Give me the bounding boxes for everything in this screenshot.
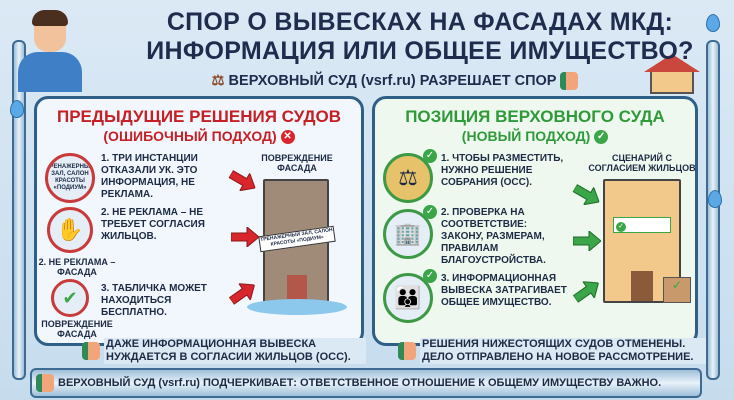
thumbs-up-icon xyxy=(398,342,416,360)
arrow-icon xyxy=(228,283,256,306)
page-title: СПОР О ВЫВЕСКАХ НА ФАСАДАХ МКД: ИНФОРМАЦ… xyxy=(120,8,720,66)
x-icon: ✕ xyxy=(280,130,295,145)
previous-decisions-panel: ПРЕДЫДУЩИЕ РЕШЕНИЯ СУДОВ (ОШИБОЧНЫЙ ПОДХ… xyxy=(34,96,364,346)
ballot-box-icon: ✓ xyxy=(663,277,691,303)
arrow-icon xyxy=(573,231,601,251)
title-line-2: ИНФОРМАЦИЯ ИЛИ ОБЩЕЕ ИМУЩЕСТВО? xyxy=(146,37,694,65)
arrow-icon xyxy=(228,169,256,192)
position-item-2: 2. ПРОВЕРКА НА СООТВЕТСТВИЕ: ЗАКОНУ, РАЗ… xyxy=(441,207,546,266)
position-item-1: 1. ЧТОБЫ РАЗМЕСТИТЬ, НУЖНО РЕШЕНИЕ СОБРА… xyxy=(441,153,564,188)
check-icon: ✓ xyxy=(423,269,437,283)
house-illustration xyxy=(644,54,700,94)
water-puddle xyxy=(247,299,347,315)
decision-item-3: 3. ТАБЛИЧКА МОЖЕТ НАХОДИТЬСЯ БЕСПЛАТНО. xyxy=(101,283,207,318)
man-illustration xyxy=(14,8,86,92)
thumbs-up-icon xyxy=(36,374,54,392)
footer-text: ВЕРХОВНЫЙ СУД (vsrf.ru) ПОДЧЕРКИВАЕТ: ОТ… xyxy=(58,377,662,389)
decision-item-1: 1. ТРИ ИНСТАНЦИИ ОТКАЗАЛИ УК. ЭТО ИНФОРМ… xyxy=(101,153,198,200)
left-note: ДАЖЕ ИНФОРМАЦИОННАЯ ВЫВЕСКА НУЖДАЕТСЯ В … xyxy=(82,338,366,364)
stop-hand-icon: ✋ xyxy=(47,207,93,253)
thumbs-up-icon xyxy=(82,342,100,360)
check-icon: ✓ xyxy=(423,149,437,163)
check-icon: ✓ xyxy=(594,130,609,145)
caption: 2. НЕ РЕКЛАМА – ФАСАДА xyxy=(38,257,116,277)
caption: ПОВРЕЖДЕНИЕ ФАСАДА xyxy=(41,319,113,339)
note-text: РЕШЕНИЯ НИЖЕСТОЯЩИХ СУДОВ ОТМЕНЕНЫ. ДЕЛО… xyxy=(422,338,694,363)
crossed-check-icon: ✔ xyxy=(51,279,89,317)
building-label: ПОВРЕЖДЕНИЕ ФАСАДА xyxy=(261,153,333,173)
pipe-right xyxy=(706,40,720,380)
arrow-icon xyxy=(572,183,600,206)
residents-icon: 👪 xyxy=(383,273,433,323)
building-label: СЦЕНАРИЙ С СОГЛАСИЕМ ЖИЛЬЦОВ xyxy=(588,153,696,173)
title-line-1: СПОР О ВЫВЕСКАХ НА ФАСАДАХ МКД: xyxy=(166,8,674,36)
position-item-3: 3. ИНФОРМАЦИОННАЯ ВЫВЕСКА ЗАТРАГИВАЕТ ОБ… xyxy=(441,273,567,308)
note-text: ДАЖЕ ИНФОРМАЦИОННАЯ ВЫВЕСКА НУЖДАЕТСЯ В … xyxy=(106,338,351,363)
gavel-icon: ⚖ xyxy=(211,72,225,89)
panel-subtitle: (НОВЫЙ ПОДХОД) xyxy=(461,128,591,144)
subtitle-text: ВЕРХОВНЫЙ СУД (vsrf.ru) РАЗРЕШАЕТ СПОР xyxy=(228,72,557,89)
panel-title: ПОЗИЦИЯ ВЕРХОВНОГО СУДА xyxy=(405,107,665,126)
building-sign: ТРЕНАЖЕРНЫЙ ЗАЛ, САЛОН КРАСОТЫ «ПОДИУМ» xyxy=(258,225,336,253)
arrow-icon xyxy=(572,281,600,304)
footer-banner: ВЕРХОВНЫЙ СУД (vsrf.ru) ПОДЧЕРКИВАЕТ: ОТ… xyxy=(30,368,702,398)
building-check-icon: 🏢 xyxy=(383,209,433,259)
good-building: ✓ xyxy=(603,179,681,303)
water-drop-icon xyxy=(706,14,720,32)
subtitle: ⚖ ВЕРХОВНЫЙ СУД (vsrf.ru) РАЗРЕШАЕТ СПОР xyxy=(150,72,640,90)
building-sign-icon: ТРЕНАЖЕРНЫЙ ЗАЛ, САЛОН КРАСОТЫ «ПОДИУМ» xyxy=(45,153,95,203)
panel-subtitle: (ОШИБОЧНЫЙ ПОДХОД) xyxy=(103,128,277,144)
pipe-left xyxy=(12,40,26,380)
arrow-icon xyxy=(231,227,259,247)
water-drop-icon xyxy=(10,100,24,118)
panel-title: ПРЕДЫДУЩИЕ РЕШЕНИЯ СУДОВ xyxy=(56,107,342,126)
water-drop-icon xyxy=(708,190,722,208)
check-icon: ✓ xyxy=(423,205,437,219)
supreme-court-panel: ПОЗИЦИЯ ВЕРХОВНОГО СУДА (НОВЫЙ ПОДХОД) ✓… xyxy=(372,96,698,346)
thumbs-up-icon xyxy=(560,72,579,90)
sign-text: ТРЕНАЖЕРНЫЙ ЗАЛ, САЛОН КРАСОТЫ «ПОДИУМ» xyxy=(45,164,95,191)
decision-item-2: 2. НЕ РЕКЛАМА – НЕ ТРЕБУЕТ СОГЛАСИЯ ЖИЛЬ… xyxy=(101,207,205,242)
damaged-building: ТРЕНАЖЕРНЫЙ ЗАЛ, САЛОН КРАСОТЫ «ПОДИУМ» xyxy=(258,179,336,303)
right-note: РЕШЕНИЯ НИЖЕСТОЯЩИХ СУДОВ ОТМЕНЕНЫ. ДЕЛО… xyxy=(398,338,706,364)
